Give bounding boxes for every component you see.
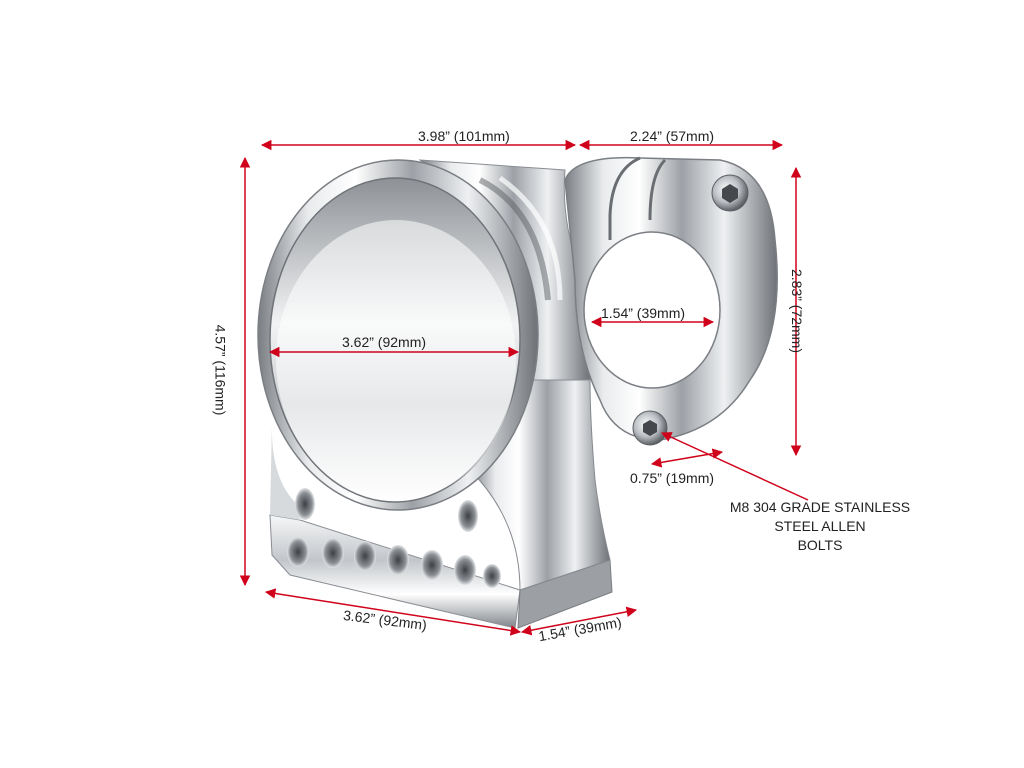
label-gauge-bore: 3.62” (92mm) xyxy=(342,334,427,350)
handlebar-clamp xyxy=(564,156,778,441)
bolt-note-line-1: M8 304 GRADE STAINLESS xyxy=(729,499,911,515)
allen-bolt-top xyxy=(711,174,749,212)
bolt-note-line-2: STEEL ALLEN xyxy=(774,518,866,534)
label-top-width: 3.98” (101mm) xyxy=(418,128,510,144)
dimension-arrows xyxy=(239,139,809,636)
label-total-height: 4.57” (116mm) xyxy=(212,324,229,416)
label-clamp-bore: 1.54” (39mm) xyxy=(601,305,686,321)
label-clamp-height: 2.83” (72mm) xyxy=(789,268,806,354)
arrow-base-depth xyxy=(520,606,638,636)
base-holes xyxy=(287,537,501,588)
arrow-base-length xyxy=(264,588,522,636)
arrow-bolt-offset xyxy=(650,448,724,468)
label-bolt-offset: 0.75” (19mm) xyxy=(630,470,715,486)
arrow-bolt-callout xyxy=(661,432,809,501)
bolt-note-line-3: BOLTS xyxy=(797,537,843,553)
bolt-callout-note: M8 304 GRADE STAINLESS STEEL ALLEN BOLTS xyxy=(710,498,930,555)
gauge-ring xyxy=(257,159,539,511)
label-clamp-width: 2.24” (57mm) xyxy=(630,128,715,144)
allen-bolt-bottom xyxy=(632,410,668,446)
